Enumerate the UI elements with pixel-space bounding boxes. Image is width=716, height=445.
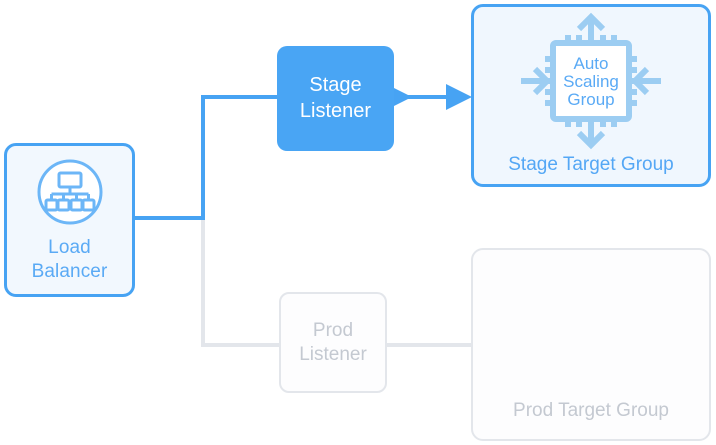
load-balancer-label-line1: Load bbox=[48, 237, 91, 259]
stage-listener-label-line2: Listener bbox=[299, 99, 372, 122]
stage-target-group-label: Stage Target Group bbox=[508, 154, 674, 175]
connector-load-balancer-to-prod-listener bbox=[135, 216, 279, 347]
node-prod-listener[interactable]: Prod Listener bbox=[279, 292, 387, 393]
asg-arrow-left-inward bbox=[521, 66, 552, 96]
node-prod-target-group[interactable]: Prod Target Group bbox=[471, 248, 711, 441]
prod-listener-label-line1: Prod bbox=[312, 319, 354, 341]
asg-label-line1: Auto bbox=[574, 54, 609, 73]
cpu-chip-body bbox=[550, 40, 632, 122]
load-balancer-label: Load Balancer bbox=[32, 236, 108, 284]
node-stage-listener[interactable]: Stage Listener bbox=[277, 46, 394, 151]
arrowhead-into-stage-target-group bbox=[446, 84, 472, 110]
asg-label-line2: Scaling bbox=[563, 72, 619, 91]
prod-listener-label-line2: Listener bbox=[299, 343, 367, 365]
node-load-balancer[interactable]: Load Balancer bbox=[4, 143, 135, 297]
prod-listener-label: Prod Listener bbox=[299, 319, 367, 367]
stage-listener-label-line1: Stage bbox=[309, 74, 362, 97]
load-balancer-hierarchy-icon bbox=[37, 159, 102, 225]
auto-scaling-group-icon: Auto Scaling Group bbox=[521, 12, 661, 150]
load-balancer-label-line2: Balancer bbox=[31, 261, 108, 282]
node-stage-target-group[interactable]: Auto Scaling Group Stage Target Group bbox=[471, 4, 711, 187]
asg-label-line3: Group bbox=[567, 90, 614, 109]
stage-listener-label: Stage Listener bbox=[300, 73, 371, 123]
asg-arrow-right-inward bbox=[630, 66, 661, 96]
prod-target-group-label: Prod Target Group bbox=[513, 400, 669, 422]
